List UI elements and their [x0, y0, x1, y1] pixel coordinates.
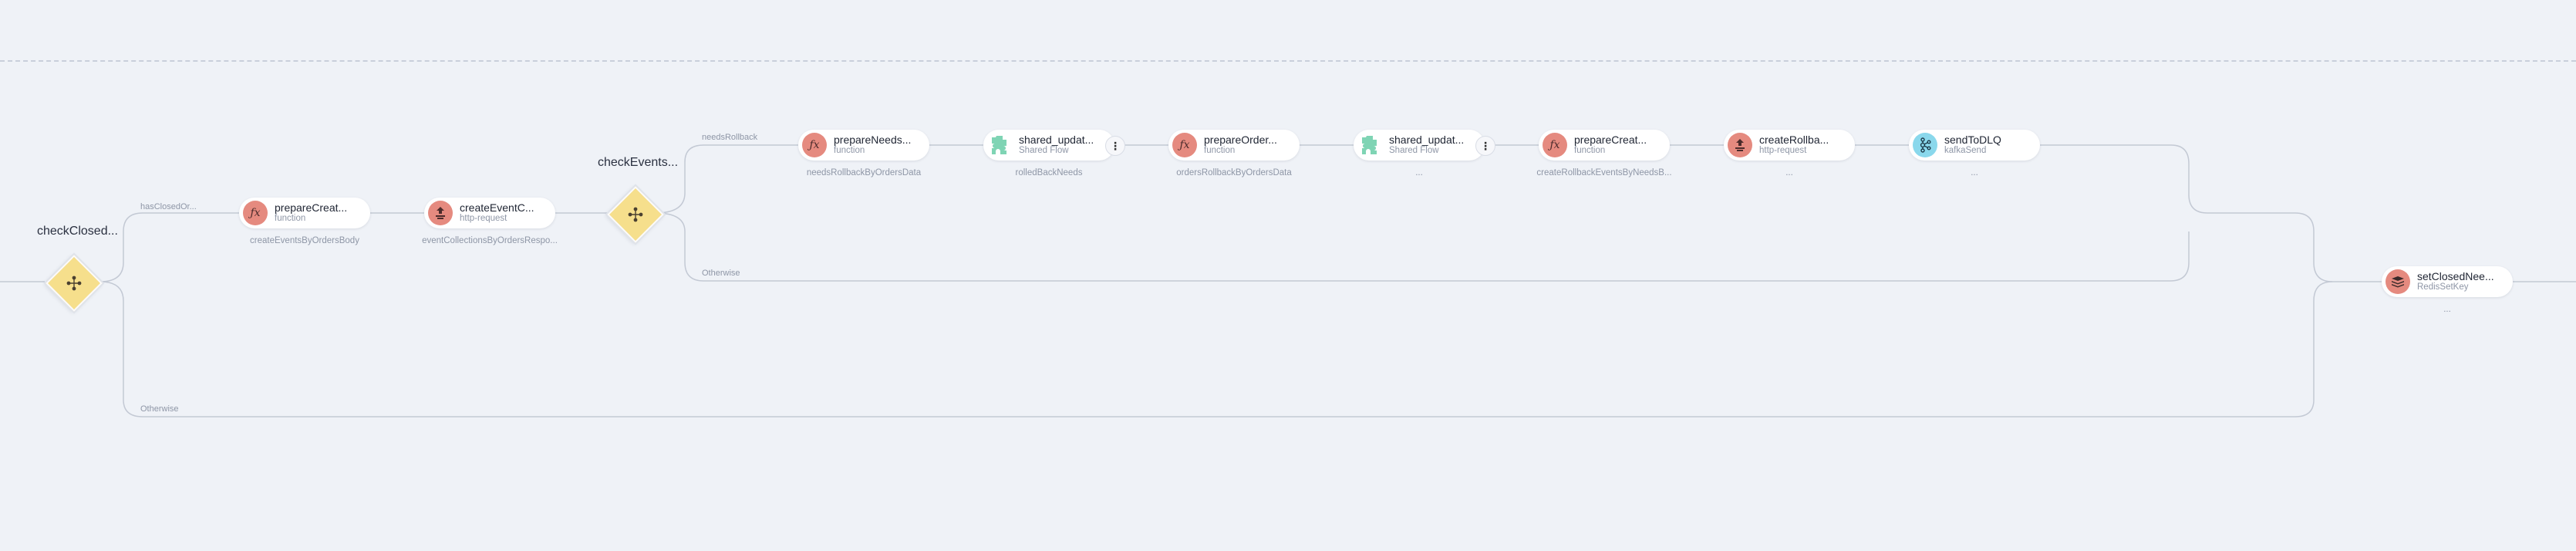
node-name: prepareCreat...	[275, 202, 348, 214]
node-name: prepareCreat...	[1574, 134, 1647, 146]
gateway-check-events-title: checkEvents...	[598, 156, 679, 169]
function-icon: ƒx	[243, 201, 268, 225]
node-output-label: ordersRollbackByOrdersData	[1176, 168, 1292, 177]
edge-label-has-closed: hasClosedOr...	[140, 202, 197, 211]
edge-label-otherwise-inner: Otherwise	[702, 269, 740, 278]
node-type: function	[834, 146, 865, 155]
branch-icon	[628, 207, 643, 222]
node-output-label: ...	[1971, 168, 1978, 177]
branch-icon	[66, 276, 82, 291]
edge-label-otherwise-outer: Otherwise	[140, 404, 179, 414]
flow-node-shared-update-2[interactable]: shared_updat...Shared Flow ⋮	[1354, 130, 1495, 161]
node-type: Shared Flow	[1019, 146, 1069, 155]
edge-label-needs-rollback: needsRollback	[702, 133, 758, 142]
node-name: createRollba...	[1759, 134, 1829, 146]
node-type: function	[1574, 146, 1606, 155]
node-name: shared_updat...	[1019, 134, 1094, 146]
flow-node-set-closed-needs[interactable]: setClosedNee...RedisSetKey	[2382, 266, 2513, 297]
shared-flow-icon	[987, 133, 1012, 157]
node-name: prepareNeeds...	[834, 134, 912, 146]
node-type: http-request	[460, 214, 507, 223]
node-output-label: createEventsByOrdersBody	[250, 236, 359, 245]
flow-node-create-rollback[interactable]: createRollba...http-request	[1724, 130, 1855, 161]
flow-node-prepare-create-rollback[interactable]: ƒx prepareCreat...function	[1539, 130, 1670, 161]
node-menu-button[interactable]: ⋮	[1105, 136, 1125, 156]
flow-node-create-event-collections[interactable]: createEventC...http-request	[424, 198, 555, 228]
node-name: setClosedNee...	[2417, 271, 2494, 282]
http-request-icon	[428, 201, 453, 225]
function-icon: ƒx	[1543, 133, 1567, 157]
node-output-label: ...	[2443, 305, 2451, 314]
kafka-icon	[1913, 133, 1937, 157]
function-icon: ƒx	[1172, 133, 1197, 157]
node-type: RedisSetKey	[2417, 282, 2469, 292]
node-output-label: rolledBackNeeds	[1015, 168, 1083, 177]
flow-node-prepare-order[interactable]: ƒx prepareOrder...function	[1168, 130, 1300, 161]
shared-flow-icon	[1357, 133, 1382, 157]
node-type: http-request	[1759, 146, 1807, 155]
node-output-label: needsRollbackByOrdersData	[806, 168, 922, 177]
node-type: kafkaSend	[1944, 146, 1987, 155]
node-type: function	[275, 214, 306, 223]
gateway-check-closed-title: checkClosed...	[37, 225, 118, 238]
node-output-label: ...	[1415, 168, 1423, 177]
http-request-icon	[1728, 133, 1752, 157]
redis-icon	[2385, 269, 2410, 294]
function-icon: ƒx	[802, 133, 827, 157]
flow-node-shared-update-1[interactable]: shared_updat...Shared Flow ⋮	[983, 130, 1125, 161]
node-menu-button[interactable]: ⋮	[1475, 136, 1495, 156]
flow-node-prepare-create-events[interactable]: ƒx prepareCreat...function	[239, 198, 370, 228]
node-name: createEventC...	[460, 202, 534, 214]
node-name: sendToDLQ	[1944, 134, 2001, 146]
gateway-check-closed[interactable]	[46, 255, 103, 312]
canvas-divider	[0, 60, 2576, 62]
node-type: Shared Flow	[1389, 146, 1439, 155]
node-name: prepareOrder...	[1204, 134, 1277, 146]
gateway-check-events[interactable]	[607, 186, 664, 243]
node-name: shared_updat...	[1389, 134, 1465, 146]
flow-node-prepare-needs[interactable]: ƒx prepareNeeds...function	[798, 130, 929, 161]
node-output-label: eventCollectionsByOrdersRespo...	[422, 236, 558, 245]
node-output-label: ...	[1785, 168, 1793, 177]
node-output-label: createRollbackEventsByNeedsB...	[1536, 168, 1672, 177]
node-type: function	[1204, 146, 1236, 155]
